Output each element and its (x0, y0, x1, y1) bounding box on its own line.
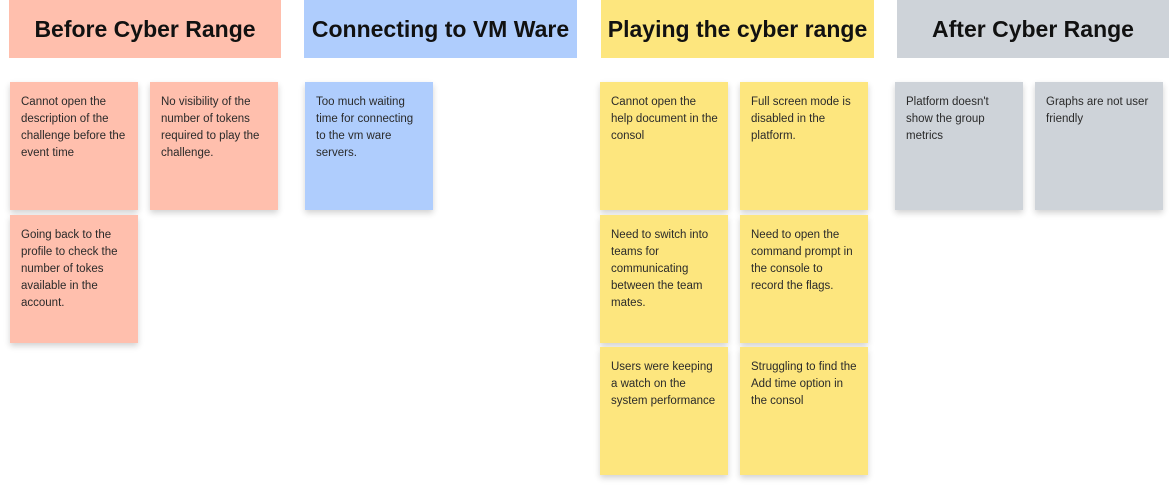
sticky-note[interactable]: Struggling to find the Add time option i… (740, 347, 868, 475)
sticky-note[interactable]: Need to open the command prompt in the c… (740, 215, 868, 343)
sticky-note[interactable]: Too much waiting time for connecting to … (305, 82, 433, 210)
column-header-after-cyber-range: After Cyber Range (897, 0, 1169, 58)
sticky-note[interactable]: Graphs are not user friendly (1035, 82, 1163, 210)
column-header-playing-cyber-range: Playing the cyber range (601, 0, 874, 58)
column-header-before-cyber-range: Before Cyber Range (9, 0, 281, 58)
sticky-note[interactable]: Going back to the profile to check the n… (10, 215, 138, 343)
sticky-note[interactable]: Platform doesn't show the group metrics (895, 82, 1023, 210)
sticky-note[interactable]: Cannot open the description of the chall… (10, 82, 138, 210)
sticky-note[interactable]: Need to switch into teams for communicat… (600, 215, 728, 343)
sticky-note[interactable]: Cannot open the help document in the con… (600, 82, 728, 210)
sticky-note[interactable]: No visibility of the number of tokens re… (150, 82, 278, 210)
sticky-note[interactable]: Users were keeping a watch on the system… (600, 347, 728, 475)
sticky-note[interactable]: Full screen mode is disabled in the plat… (740, 82, 868, 210)
column-header-connecting-to-vm-ware: Connecting to VM Ware (304, 0, 577, 58)
